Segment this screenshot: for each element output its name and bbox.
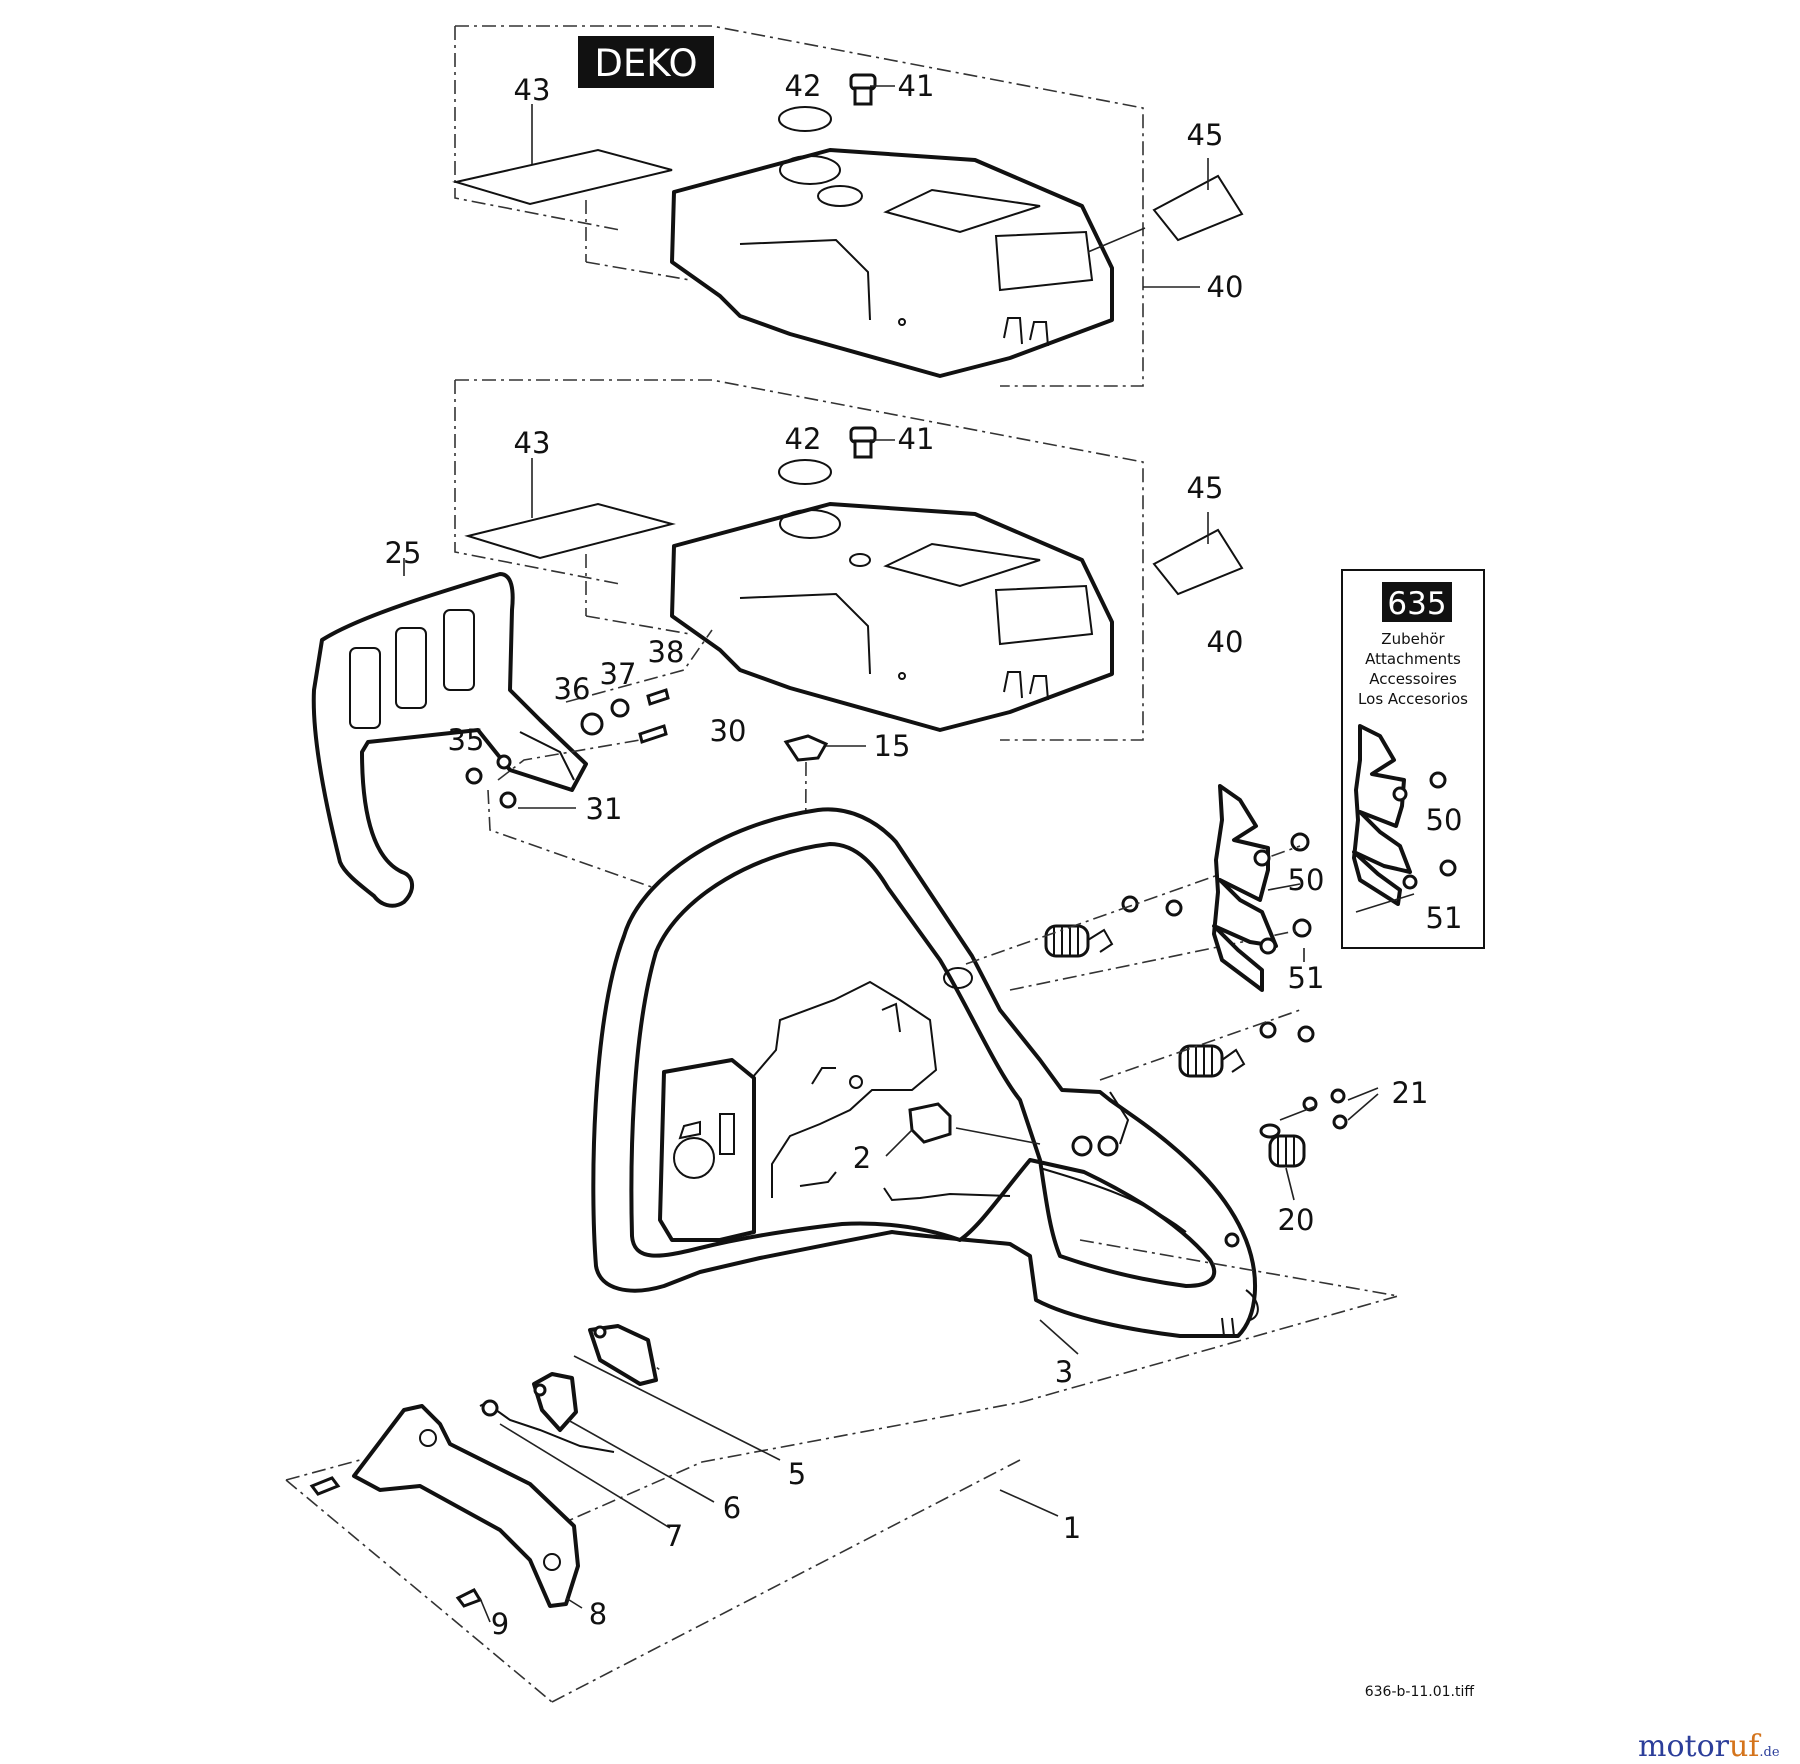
lower-parts-assembly: 3 5 6 7 8 9 1 — [285, 1239, 1399, 1703]
callout-38: 38 — [648, 635, 685, 669]
accessory-line-1: Zubehör — [1381, 630, 1445, 648]
anti-vibration-assembly: 50 51 21 20 — [965, 784, 1429, 1237]
callout-6: 6 — [723, 1491, 741, 1525]
callout-40: 40 — [1207, 625, 1244, 659]
callout-40-top: 40 — [1207, 270, 1244, 304]
oring-42 — [778, 459, 832, 485]
decal-45-top — [1152, 174, 1244, 242]
callout-20: 20 — [1278, 1203, 1315, 1237]
deko-badge-text: DEKO — [594, 42, 697, 85]
cover-40-top — [670, 148, 1114, 378]
callout-37: 37 — [600, 657, 637, 691]
callout-50: 50 — [1288, 863, 1325, 897]
plate-5 — [588, 1324, 658, 1386]
callout-7: 7 — [665, 1519, 683, 1553]
callout-43: 43 — [514, 426, 551, 460]
front-guard-assembly: 25 38 37 36 35 30 31 — [311, 536, 761, 921]
callout-36: 36 — [554, 672, 591, 706]
decal-43-top — [452, 148, 673, 206]
callout-15: 15 — [874, 729, 911, 763]
callout-50-kit: 50 — [1426, 803, 1463, 837]
spring-middle — [1178, 1044, 1246, 1078]
callout-30: 30 — [710, 714, 747, 748]
logo-suffix: .de — [1759, 1745, 1779, 1760]
grommet-15-assembly: 15 — [783, 729, 911, 1239]
callout-31: 31 — [586, 792, 623, 826]
callout-43-top: 43 — [514, 73, 551, 107]
accessory-line-2: Attachments — [1365, 650, 1461, 668]
front-guard-25 — [311, 572, 588, 908]
hand-guard-8 — [352, 1404, 580, 1608]
filename-label: 636-b-11.01.tiff — [1365, 1684, 1475, 1700]
callout-42-top: 42 — [785, 69, 822, 103]
logo-part-2: uf — [1729, 1729, 1761, 1764]
callout-1: 1 — [1063, 1511, 1081, 1545]
logo-part-1: motor — [1638, 1729, 1730, 1764]
part-2-assembly: 2 — [853, 1102, 1041, 1175]
decal-43 — [464, 502, 676, 560]
accessory-line-4: Los Accesorios — [1358, 690, 1468, 708]
callout-41: 41 — [898, 422, 935, 456]
callout-3: 3 — [1055, 1355, 1073, 1389]
watermark-logo: motoruf.de — [1638, 1729, 1780, 1764]
callout-2: 2 — [853, 1141, 871, 1175]
screw-9-left — [309, 1476, 341, 1496]
spike-bumper-50 — [1212, 784, 1278, 992]
spike-bumper-50-kit — [1352, 724, 1412, 906]
mounting-bracket — [658, 980, 938, 1242]
callout-5: 5 — [788, 1457, 806, 1491]
screw-9 — [455, 1588, 483, 1608]
handle-frame-assembly — [591, 807, 1259, 1338]
deko-cover-assembly: DEKO 43 42 41 45 40 — [452, 25, 1244, 387]
kit-635-badge — [1382, 582, 1452, 622]
callout-45: 45 — [1187, 471, 1224, 505]
callout-51: 51 — [1288, 961, 1325, 995]
decal-45 — [1152, 528, 1244, 596]
callout-45-top: 45 — [1187, 118, 1224, 152]
fasteners-30-38 — [465, 688, 670, 809]
callout-42: 42 — [785, 422, 822, 456]
cover-40 — [670, 502, 1114, 732]
cap-41 — [849, 426, 877, 459]
callout-35: 35 — [448, 723, 485, 757]
standard-cover-assembly: 43 42 41 45 40 — [454, 379, 1244, 741]
callout-51-kit: 51 — [1426, 901, 1463, 935]
grommet-15 — [783, 734, 829, 762]
accessory-line-3: Accessoires — [1369, 670, 1457, 688]
svg-text:motoruf.de: motoruf.de — [1638, 1729, 1780, 1764]
callout-25: 25 — [385, 536, 422, 570]
oring-42-top — [778, 106, 832, 132]
callout-41-top: 41 — [898, 69, 935, 103]
spring-upper — [1044, 924, 1114, 958]
callout-9: 9 — [491, 1607, 509, 1641]
spring-20 — [1259, 1123, 1306, 1168]
deko-badge — [578, 36, 714, 88]
cap-41-top — [849, 73, 877, 106]
callout-8: 8 — [589, 1597, 607, 1631]
kit-635-badge-text: 635 — [1387, 586, 1446, 622]
callout-21: 21 — [1392, 1076, 1429, 1110]
accessory-kit-box: 635 Zubehör Attachments Accessoires Los … — [1341, 569, 1485, 949]
